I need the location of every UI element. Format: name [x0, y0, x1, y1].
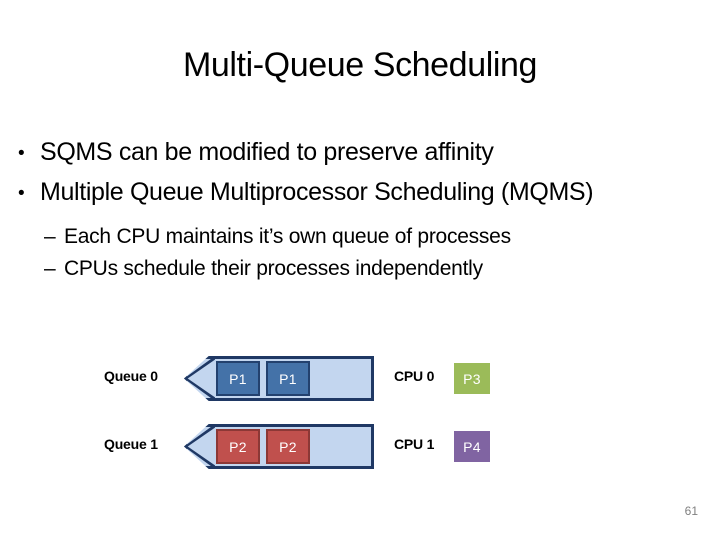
sub-bullet-marker: – — [44, 225, 56, 248]
process-box: P1 — [216, 361, 260, 396]
queue-row: Queue 1 P2 P2 CPU 1 P4 — [0, 424, 720, 472]
bullet-text: Multiple Queue Multiprocessor Scheduling… — [40, 178, 594, 206]
sub-bullet-list: –Each CPU maintains it’s own queue of pr… — [0, 221, 720, 285]
process-box: P2 — [266, 429, 310, 464]
sub-bullet-item: –Each CPU maintains it’s own queue of pr… — [0, 221, 720, 253]
queue-label: Queue 1 — [104, 436, 158, 452]
process-box: P1 — [266, 361, 310, 396]
bullet-marker: • — [18, 143, 25, 164]
cpu-label: CPU 0 — [394, 368, 435, 384]
body-content: • SQMS can be modified to preserve affini… — [0, 133, 720, 285]
sub-bullet-item: –CPUs schedule their processes independe… — [0, 253, 720, 285]
page-number: 61 — [684, 504, 698, 518]
cpu-label: CPU 1 — [394, 436, 435, 452]
process-box: P2 — [216, 429, 260, 464]
page-title: Multi-Queue Scheduling — [182, 46, 538, 84]
cpu-process-box: P4 — [452, 429, 492, 464]
queue-label: Queue 0 — [104, 368, 158, 384]
cpu-process-box: P3 — [452, 361, 492, 396]
sub-bullet-marker: – — [44, 257, 56, 280]
bullet-item: • SQMS can be modified to preserve affini… — [0, 133, 720, 173]
multi-queue-diagram: Queue 0 P1 P1 CPU 0 P3 Queue 1 P2 P2 CPU… — [0, 352, 720, 482]
bullet-marker: • — [18, 183, 25, 204]
sub-bullet-text: CPUs schedule their processes independen… — [64, 257, 483, 280]
bullet-item: • Multiple Queue Multiprocessor Schedulin… — [0, 173, 720, 213]
queue-row: Queue 0 P1 P1 CPU 0 P3 — [0, 356, 720, 404]
bullet-text: SQMS can be modified to preserve affinit… — [40, 138, 494, 166]
sub-bullet-text: Each CPU maintains it’s own queue of pro… — [64, 225, 511, 248]
